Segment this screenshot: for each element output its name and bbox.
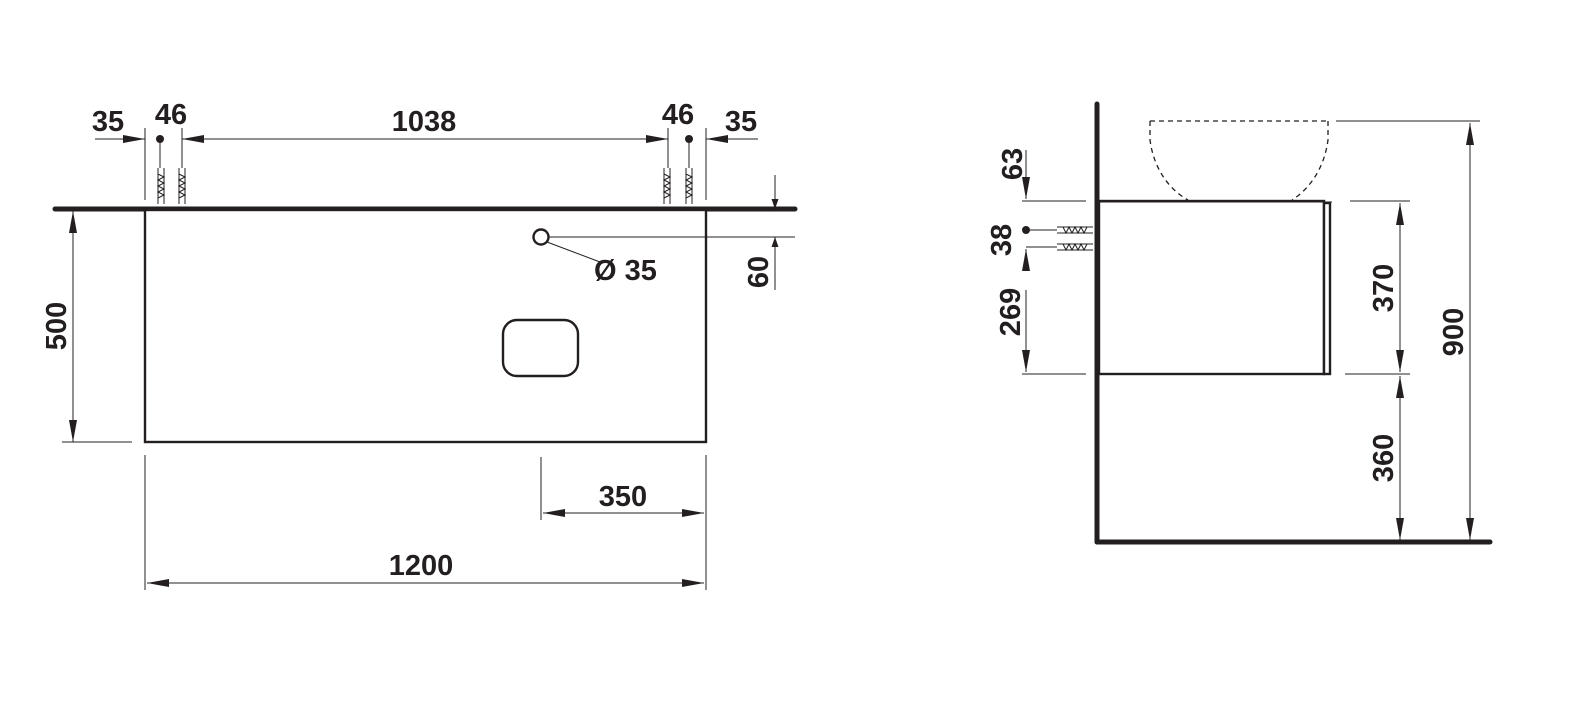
cabinet-side (1097, 199, 1326, 376)
dim-hole-diameter: Ø 35 (594, 255, 657, 287)
anchor-bolt-right-1 (663, 167, 671, 205)
dim-fixing-spacing: 38 (986, 224, 1018, 256)
dim-floor-clearance: 360 (1368, 434, 1400, 482)
hole-side-dimension (540, 455, 707, 590)
width-dimension (144, 455, 704, 590)
dim-right-edge-offset: 35 (725, 106, 757, 138)
handle-recess (501, 318, 580, 378)
dim-hole-from-side: 350 (599, 481, 647, 513)
dim-left-edge-offset: 35 (92, 106, 124, 138)
anchor-bolt-left-2 (178, 167, 186, 205)
side-view: 63 38 269 370 360 900 (986, 101, 1493, 545)
dim-top-offset: 63 (997, 148, 1029, 180)
dim-width: 1200 (389, 550, 454, 582)
cabinet-body (143, 208, 708, 444)
anchor-bolt-lower (1056, 243, 1094, 251)
dim-fixing-to-bottom: 269 (995, 288, 1027, 336)
dim-hole-height: 60 (743, 256, 775, 288)
dim-left-fixing-spacing: 46 (155, 99, 187, 131)
front-view: 35 46 1038 46 35 500 Ø 35 60 350 (41, 99, 798, 590)
dim-right-fixing-spacing: 46 (662, 99, 694, 131)
hole-circle (532, 228, 550, 246)
dim-height: 500 (41, 302, 73, 350)
hole-height-dimension (549, 175, 795, 290)
dim-fixing-span: 1038 (392, 106, 457, 138)
dim-cabinet-height: 370 (1368, 264, 1400, 312)
left-dimension-chain (1022, 150, 1086, 375)
anchor-bolt-left-1 (157, 167, 165, 205)
dim-total-height: 900 (1438, 308, 1470, 356)
hole-leader (546, 241, 601, 263)
anchor-bolt-right-2 (685, 167, 693, 205)
anchor-bolt-upper (1056, 226, 1094, 234)
basin-outline (1149, 121, 1329, 201)
top-dimension-chain (95, 128, 758, 200)
cabinet-front-panel (1322, 201, 1332, 376)
height-dimension (62, 211, 132, 443)
right-dimension-chain (1336, 120, 1480, 540)
